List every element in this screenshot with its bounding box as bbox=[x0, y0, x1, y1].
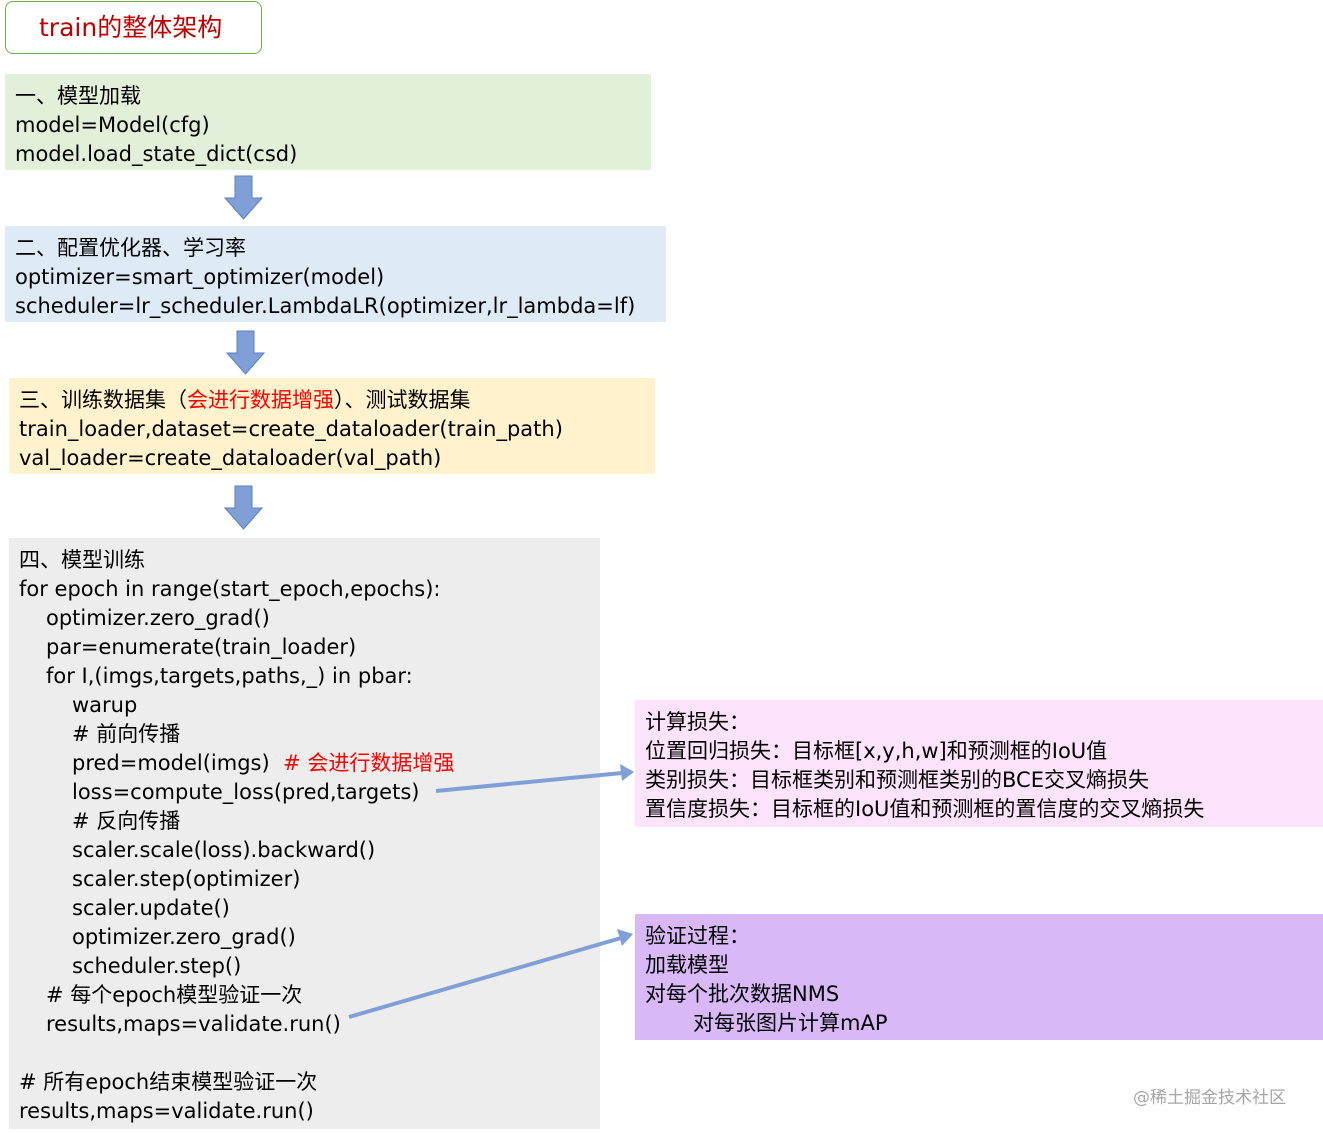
diagram-title: train的整体架构 bbox=[5, 1, 262, 54]
down-arrow-icon bbox=[223, 175, 264, 220]
down-arrow-icon bbox=[225, 330, 266, 375]
loss-explanation-box: 计算损失： 位置回归损失：目标框[x,y,h,w]和预测框的IoU值 类别损失：… bbox=[635, 700, 1323, 827]
code-line: loss=compute_loss(pred,targets) bbox=[72, 780, 420, 804]
code-line: scaler.step(optimizer) bbox=[72, 867, 301, 891]
step-model-loading-box: 一、模型加载 model=Model(cfg) model.load_state… bbox=[5, 74, 651, 170]
step2-line: optimizer=smart_optimizer(model) bbox=[15, 265, 385, 289]
code-line: results,maps=validate.run() bbox=[19, 1099, 314, 1123]
step3-heading: 三、训练数据集（会进行数据增强）、测试数据集 bbox=[19, 386, 645, 415]
down-arrow-icon bbox=[223, 485, 264, 530]
step3-heading-highlight: 会进行数据增强 bbox=[187, 388, 334, 412]
code-line: scaler.update() bbox=[72, 896, 230, 920]
val-subline: 对每张图片计算mAP bbox=[693, 1011, 888, 1035]
step3-line: train_loader,dataset=create_dataloader(t… bbox=[19, 417, 563, 441]
code-line: warup bbox=[72, 693, 138, 717]
step3-heading-a: 三、训练数据集（ bbox=[19, 388, 187, 412]
step4-heading: 四、模型训练 bbox=[19, 548, 145, 572]
code-comment: # 每个epoch模型验证一次 bbox=[46, 983, 303, 1007]
code-line: pred=model(imgs) # 会进行数据增强 bbox=[19, 749, 590, 778]
arrow-to-val-head-icon bbox=[617, 929, 633, 946]
code-comment: # 反向传播 bbox=[72, 809, 181, 833]
code-line: scheduler.step() bbox=[72, 954, 242, 978]
loss-line: 位置回归损失：目标框[x,y,h,w]和预测框的IoU值 bbox=[645, 739, 1108, 763]
validation-explanation-box: 验证过程： 加载模型 对每个批次数据NMS 对每张图片计算mAP bbox=[635, 914, 1323, 1040]
step3-line: val_loader=create_dataloader(val_path) bbox=[19, 446, 442, 470]
arrow-to-val-line bbox=[348, 936, 622, 1019]
step2-line: scheduler=lr_scheduler.LambdaLR(optimize… bbox=[15, 294, 636, 318]
code-comment: # 所有epoch结束模型验证一次 bbox=[19, 1070, 318, 1094]
loss-line: 置信度损失：目标框的IoU值和预测框的置信度的交叉熵损失 bbox=[645, 797, 1205, 821]
arrow-to-loss-head-icon bbox=[620, 764, 634, 781]
val-line: 对每个批次数据NMS bbox=[645, 982, 840, 1006]
step1-line: model.load_state_dict(csd) bbox=[15, 142, 298, 166]
code-line: results,maps=validate.run() bbox=[46, 1012, 341, 1036]
arrow-to-loss-line bbox=[435, 771, 623, 793]
step2-heading: 二、配置优化器、学习率 bbox=[15, 236, 246, 260]
val-line: 加载模型 bbox=[645, 953, 729, 977]
loss-line: 类别损失：目标框类别和预测框类别的BCE交叉熵损失 bbox=[645, 768, 1149, 792]
code-line: optimizer.zero_grad() bbox=[72, 925, 296, 949]
code-line: for I,(imgs,targets,paths,_) in pbar: bbox=[46, 664, 413, 688]
step3-heading-b: ）、测试数据集 bbox=[334, 388, 471, 412]
step1-line: model=Model(cfg) bbox=[15, 113, 210, 137]
pred-code: pred=model(imgs) bbox=[72, 751, 270, 775]
step-optimizer-box: 二、配置优化器、学习率 optimizer=smart_optimizer(mo… bbox=[5, 226, 666, 322]
code-line: par=enumerate(train_loader) bbox=[46, 635, 357, 659]
watermark: @稀土掘金技术社区 bbox=[1133, 1088, 1286, 1108]
val-line: 验证过程： bbox=[645, 924, 750, 948]
code-line: scaler.scale(loss).backward() bbox=[72, 838, 376, 862]
step-dataset-box: 三、训练数据集（会进行数据增强）、测试数据集 train_loader,data… bbox=[9, 378, 655, 474]
code-line: for epoch in range(start_epoch,epochs): bbox=[19, 577, 441, 601]
step1-heading: 一、模型加载 bbox=[15, 84, 141, 108]
loss-line: 计算损失： bbox=[645, 710, 750, 734]
code-comment: # 前向传播 bbox=[72, 722, 181, 746]
code-line: optimizer.zero_grad() bbox=[46, 606, 270, 630]
step-training-box: 四、模型训练 for epoch in range(start_epoch,ep… bbox=[9, 538, 600, 1129]
pred-note: # 会进行数据增强 bbox=[283, 751, 455, 775]
